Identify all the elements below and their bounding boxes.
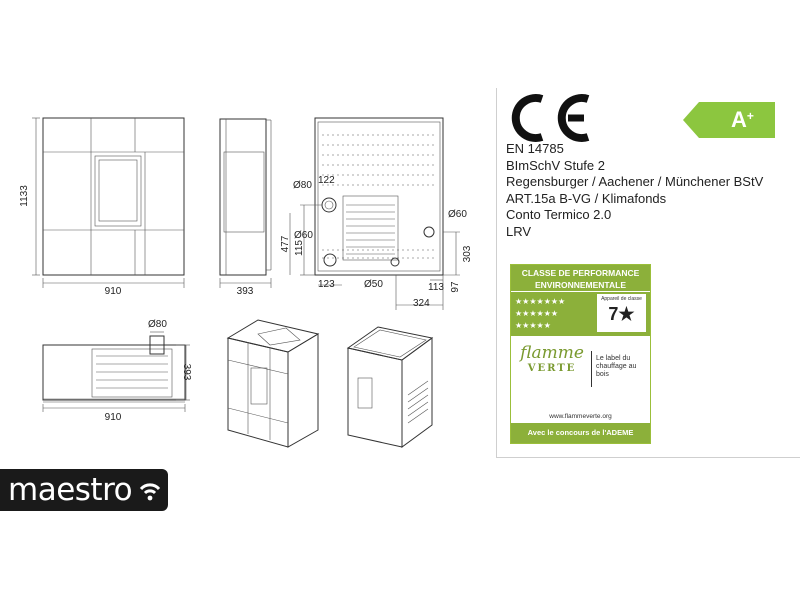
panel-divider-bottom xyxy=(496,457,800,458)
energy-class-badge: A+ xyxy=(683,102,775,138)
dim-rear-122: 122 xyxy=(318,175,335,186)
label-tagline: Le label du chauffage au bois xyxy=(596,355,637,378)
class-badge: Appareil de classe 7★ xyxy=(597,294,646,332)
dim-front-height: 1133 xyxy=(19,185,30,207)
flamme-verte-label: CLASSE DE PERFORMANCE ENVIRONNEMENTALE ★… xyxy=(510,264,651,444)
label-header-line1: CLASSE DE PERFORMANCE xyxy=(521,268,640,278)
dim-top-910: 910 xyxy=(105,412,122,423)
label-rating-row: ★★★★★★★ ★★★★★★ ★★★★★ Appareil de classe … xyxy=(511,292,650,336)
technical-drawings: 1133 910 393 xyxy=(19,117,473,448)
label-header-line2: ENVIRONNEMENTALE xyxy=(535,280,626,290)
rear-view: Ø80 122 Ø60 477 115 Ø60 303 123 Ø50 113 … xyxy=(280,117,473,310)
dim-rear-97: 97 xyxy=(450,281,461,293)
standards-list: EN 14785 BImSchV Stufe 2 Regensburger / … xyxy=(506,141,763,241)
dim-rear-113: 113 xyxy=(428,282,444,293)
dim-rear-d60-right: Ø60 xyxy=(448,209,467,220)
dim-rear-115: 115 xyxy=(294,240,305,256)
standard-item: ART.15a B-VG / Klimafonds xyxy=(506,190,667,206)
top-view: Ø80 393 910 xyxy=(42,319,192,423)
isometric-rear-view xyxy=(346,326,434,448)
dim-rear-123: 123 xyxy=(318,279,335,290)
brand-word1: flamme xyxy=(520,343,584,363)
stars-row: ★★★★★ xyxy=(515,321,551,330)
class-badge-title: Appareil de classe xyxy=(601,296,642,302)
class-badge-value: 7★ xyxy=(608,304,635,324)
dim-rear-d50: Ø50 xyxy=(364,279,383,290)
front-view: 1133 910 xyxy=(19,117,185,297)
energy-class-arrow xyxy=(683,102,699,138)
standard-item: BImSchV Stufe 2 xyxy=(506,157,605,173)
standard-item: EN 14785 xyxy=(506,141,564,156)
isometric-front-view xyxy=(226,319,320,448)
standard-item: Conto Termico 2.0 xyxy=(506,207,612,223)
ce-mark-icon xyxy=(511,94,590,142)
logo-text: maestro xyxy=(8,472,133,508)
energy-class-box: A+ xyxy=(699,102,775,138)
standard-item: LRV xyxy=(506,223,532,239)
dim-front-width: 910 xyxy=(105,286,122,297)
label-stars: ★★★★★★★ ★★★★★★ ★★★★★ xyxy=(515,296,565,332)
brand-word2: VERTE xyxy=(527,363,577,374)
dim-rear-324: 324 xyxy=(413,298,430,309)
dim-side-width: 393 xyxy=(237,286,254,297)
dim-rear-d60-left: Ø60 xyxy=(294,230,313,241)
energy-class-value: A xyxy=(731,107,747,132)
dim-top-393: 393 xyxy=(181,364,192,381)
wifi-icon xyxy=(139,483,161,501)
label-url: www.flammeverte.org xyxy=(549,413,612,420)
stars-row: ★★★★★★★ xyxy=(515,297,566,306)
dim-rear-303: 303 xyxy=(462,245,473,262)
dim-rear-d80: Ø80 xyxy=(293,180,312,191)
label-footer: Avec le concours de l'ADEME xyxy=(511,423,650,443)
label-header: CLASSE DE PERFORMANCE ENVIRONNEMENTALE xyxy=(511,265,650,291)
maestro-logo: maestro xyxy=(0,469,168,511)
energy-class-sup: + xyxy=(746,109,754,123)
standard-item: Regensburger / Aachener / Münchener BStV xyxy=(506,174,764,190)
dim-top-d80: Ø80 xyxy=(148,319,167,330)
panel-divider xyxy=(496,88,497,458)
side-view: 393 xyxy=(219,118,272,297)
flamme-verte-logo: flamme VERTE xyxy=(517,345,587,377)
label-separator xyxy=(591,351,592,387)
dim-rear-477: 477 xyxy=(280,235,291,252)
stars-row: ★★★★★★ xyxy=(515,309,559,318)
